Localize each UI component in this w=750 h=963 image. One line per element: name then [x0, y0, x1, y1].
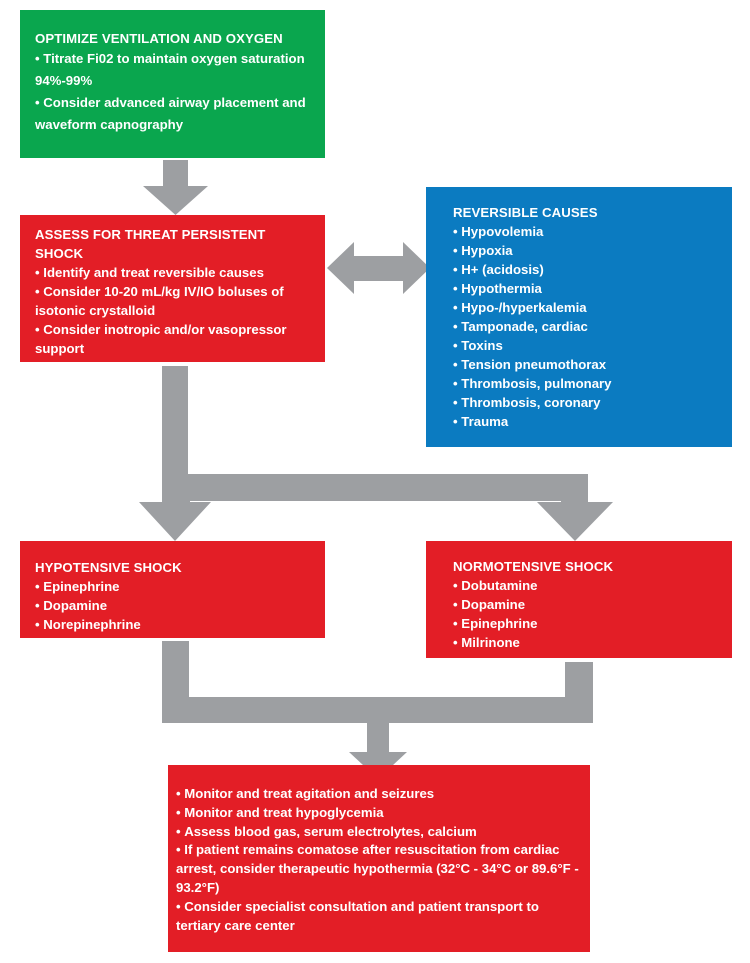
list-item: Identify and treat reversible causes	[35, 263, 310, 282]
list-item: Epinephrine	[35, 577, 310, 596]
reversible-causes-list: Hypovolemia Hypoxia H+ (acidosis) Hypoth…	[453, 222, 705, 431]
list-item: Monitor and treat hypoglycemia	[176, 804, 582, 823]
list-item: H+ (acidosis)	[453, 260, 705, 279]
post-care-box: Monitor and treat agitation and seizures…	[168, 765, 590, 952]
list-item: Thrombosis, pulmonary	[453, 374, 705, 393]
normotensive-title: NORMOTENSIVE SHOCK	[453, 559, 614, 574]
list-item: Tension pneumothorax	[453, 355, 705, 374]
down-arrow-optimize-to-assess	[143, 160, 208, 215]
list-item: Monitor and treat agitation and seizures	[176, 785, 582, 804]
list-item: Assess blood gas, serum electrolytes, ca…	[176, 823, 582, 842]
split-arrow-assess-to-shocks	[139, 366, 613, 541]
optimize-ventilation-box: OPTIMIZE VENTILATION AND OXYGEN Titrate …	[20, 10, 325, 158]
list-item: Dopamine	[453, 595, 705, 614]
list-item: Tamponade, cardiac	[453, 317, 705, 336]
list-item: Epinephrine	[453, 614, 705, 633]
normotensive-shock-box: NORMOTENSIVE SHOCK Dobutamine Dopamine E…	[426, 541, 732, 658]
optimize-title: OPTIMIZE VENTILATION AND OXYGEN	[35, 31, 283, 46]
list-item: Trauma	[453, 412, 705, 431]
double-arrow-assess-causes	[327, 242, 430, 294]
assess-shock-box: ASSESS FOR THREAT PERSISTENT SHOCK Ident…	[20, 215, 325, 362]
assess-title: ASSESS FOR THREAT PERSISTENT SHOCK	[35, 227, 266, 261]
list-item: Toxins	[453, 336, 705, 355]
list-item: Consider specialist consultation and pat…	[176, 898, 582, 936]
merge-arrow-shocks-to-post-care	[162, 641, 593, 779]
hypotensive-shock-box: HYPOTENSIVE SHOCK Epinephrine Dopamine N…	[20, 541, 325, 638]
hypotensive-title: HYPOTENSIVE SHOCK	[35, 560, 182, 575]
list-item: Norepinephrine	[35, 615, 310, 634]
hypotensive-list: Epinephrine Dopamine Norepinephrine	[35, 577, 310, 634]
post-care-list: Monitor and treat agitation and seizures…	[176, 785, 582, 935]
list-item: Milrinone	[453, 633, 705, 652]
list-item: Consider inotropic and/or vasopressor su…	[35, 320, 310, 358]
list-item: Thrombosis, coronary	[453, 393, 705, 412]
optimize-list: Titrate Fi02 to maintain oxygen saturati…	[35, 48, 310, 136]
list-item: Consider advanced airway placement and w…	[35, 92, 310, 136]
list-item: Hypovolemia	[453, 222, 705, 241]
normotensive-list: Dobutamine Dopamine Epinephrine Milrinon…	[453, 576, 705, 652]
reversible-causes-box: REVERSIBLE CAUSES Hypovolemia Hypoxia H+…	[426, 187, 732, 447]
list-item: Hypothermia	[453, 279, 705, 298]
reversible-causes-title: REVERSIBLE CAUSES	[453, 205, 598, 220]
list-item: If patient remains comatose after resusc…	[176, 841, 582, 897]
list-item: Titrate Fi02 to maintain oxygen saturati…	[35, 48, 310, 92]
assess-list: Identify and treat reversible causes Con…	[35, 263, 310, 358]
list-item: Hypoxia	[453, 241, 705, 260]
list-item: Dopamine	[35, 596, 310, 615]
list-item: Hypo-/hyperkalemia	[453, 298, 705, 317]
list-item: Consider 10-20 mL/kg IV/IO boluses of is…	[35, 282, 310, 320]
list-item: Dobutamine	[453, 576, 705, 595]
